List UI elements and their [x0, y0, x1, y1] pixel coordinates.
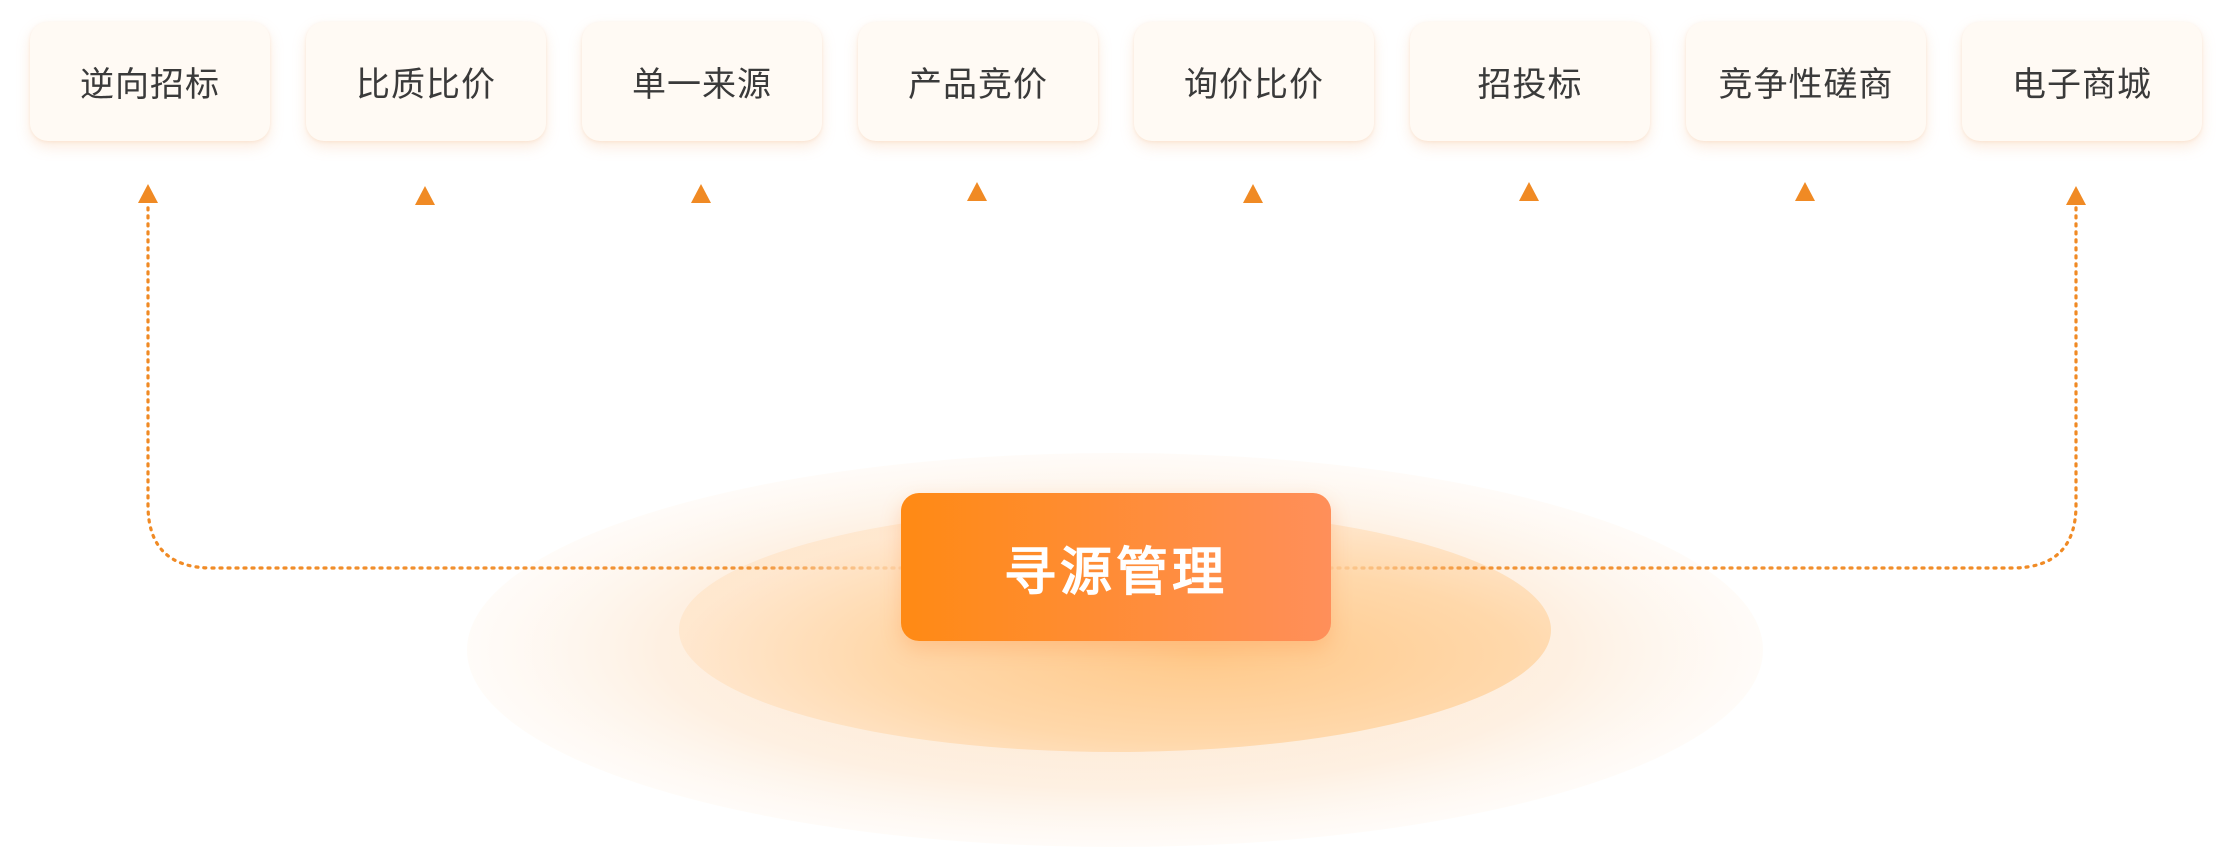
method-box-competitive-negotiation[interactable]: 竞争性磋商	[1686, 22, 1926, 141]
method-label: 单一来源	[632, 65, 772, 105]
method-box-single-source[interactable]: 单一来源	[582, 22, 822, 141]
sourcing-management-button[interactable]: 寻源管理	[901, 493, 1331, 641]
method-label: 竞争性磋商	[1718, 65, 1894, 105]
arrowhead-5	[1243, 184, 1263, 203]
center-label: 寻源管理	[1003, 542, 1228, 603]
method-box-inquiry-comparison[interactable]: 询价比价	[1134, 22, 1374, 141]
method-box-reverse-bidding[interactable]: 逆向招标	[30, 22, 270, 141]
arrowhead-6	[1519, 182, 1539, 201]
method-box-product-auction[interactable]: 产品竞价	[858, 22, 1098, 141]
method-label: 逆向招标	[80, 65, 220, 105]
method-label: 询价比价	[1184, 65, 1324, 105]
method-box-e-mall[interactable]: 电子商城	[1962, 22, 2202, 141]
method-box-tendering[interactable]: 招投标	[1410, 22, 1650, 141]
arrowhead-2	[415, 186, 435, 205]
arrowhead-8	[2066, 186, 2086, 205]
connector-right	[1328, 204, 2078, 570]
arrowhead-3	[691, 184, 711, 203]
method-box-quality-price-comparison[interactable]: 比质比价	[306, 22, 546, 141]
arrowhead-7	[1795, 182, 1815, 201]
method-label: 招投标	[1477, 65, 1583, 105]
method-label: 产品竞价	[908, 65, 1048, 105]
method-label: 比质比价	[356, 65, 496, 105]
connector-left	[146, 204, 904, 570]
method-label: 电子商城	[2012, 65, 2152, 105]
arrowhead-4	[967, 182, 987, 201]
arrowhead-1	[138, 184, 158, 203]
